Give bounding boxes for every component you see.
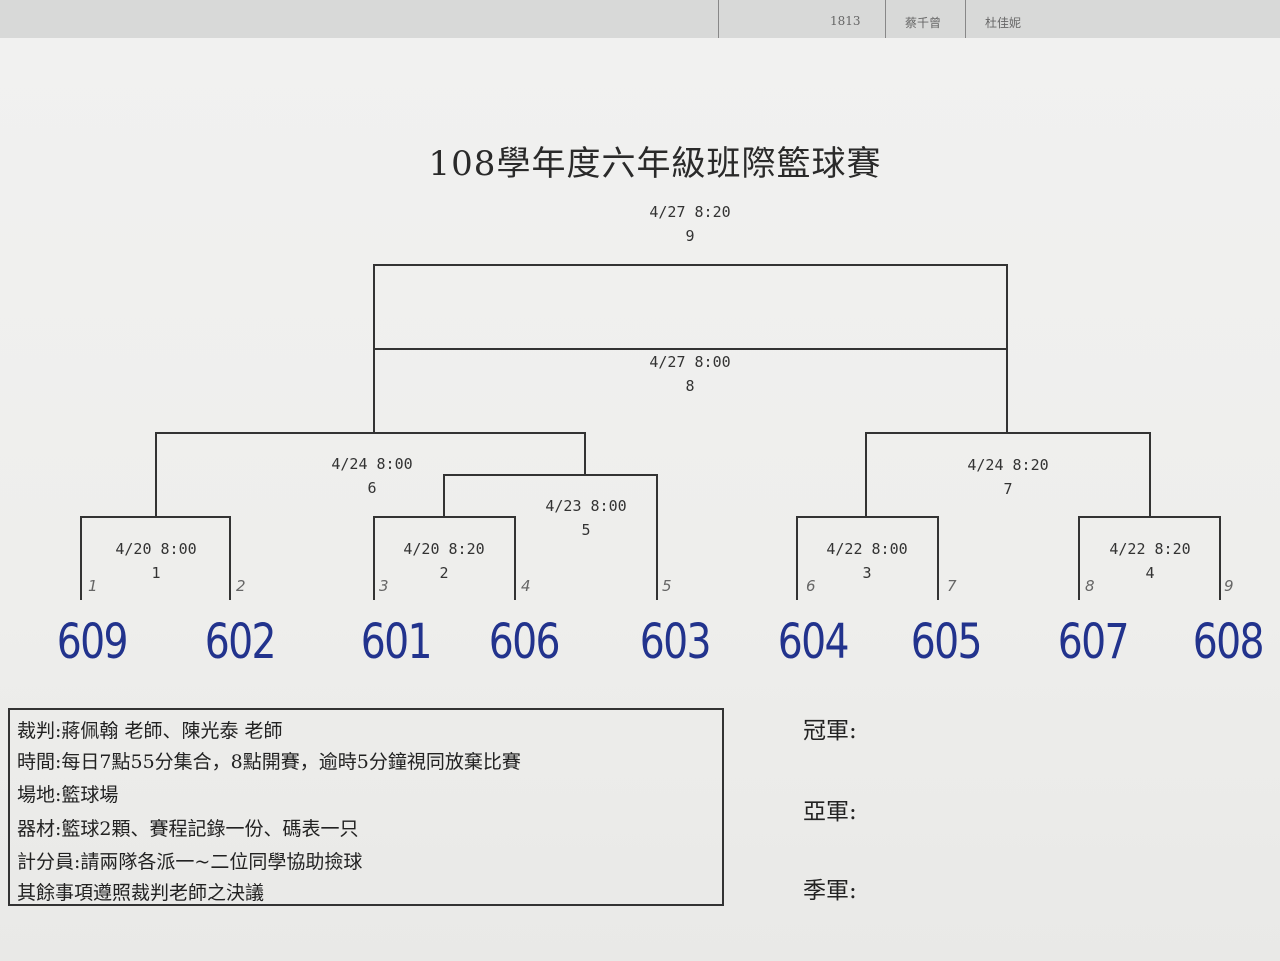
bracket-line-7 — [865, 432, 1151, 517]
match-time: 4/22 8:20 — [1109, 540, 1191, 558]
rule-other: 其餘事項遵照裁判老師之決議 — [17, 882, 265, 904]
bracket-line-4 — [1078, 516, 1221, 600]
bracket-line-5 — [443, 474, 658, 600]
match-number: 3 — [862, 564, 872, 582]
match-number: 7 — [1003, 480, 1013, 498]
match-time: 4/27 8:00 — [649, 353, 731, 371]
match-time: 4/24 8:00 — [331, 455, 413, 473]
team-name: 601 — [360, 614, 433, 670]
match-8: 4/27 8:00 8 — [640, 350, 740, 398]
match-2: 4/20 8:20 2 — [394, 537, 494, 585]
match-3: 4/22 8:00 3 — [817, 537, 917, 585]
match-9: 4/27 8:20 9 — [640, 200, 740, 248]
rule-scorekeeper: 計分員:請兩隊各派一~二位同學協助撿球 — [17, 851, 363, 873]
seed-number: 6 — [806, 577, 816, 595]
match-time: 4/27 8:20 — [649, 203, 731, 221]
seed-number: 9 — [1224, 577, 1234, 595]
background-sheet: 1813 蔡千曾 杜佳妮 — [0, 0, 1280, 40]
team-name: 608 — [1192, 614, 1265, 670]
runner-up-label: 亞軍: — [803, 799, 857, 825]
match-number: 9 — [685, 227, 695, 245]
match-number: 2 — [439, 564, 449, 582]
match-4: 4/22 8:20 4 — [1100, 537, 1200, 585]
paper-sheet — [0, 38, 1280, 961]
bracket-line-6 — [155, 432, 586, 517]
champion-label: 冠軍: — [803, 718, 857, 744]
team-name: 607 — [1057, 614, 1130, 670]
team-name: 605 — [910, 614, 983, 670]
rule-referee: 裁判:蔣佩翰 老師、陳光泰 老師 — [17, 720, 283, 742]
match-number: 4 — [1145, 564, 1155, 582]
match-number: 8 — [685, 377, 695, 395]
team-name: 602 — [204, 614, 277, 670]
bracket-line-8 — [373, 348, 1008, 433]
match-time: 4/22 8:00 — [826, 540, 908, 558]
page-title: 108學年度六年級班際籃球賽 — [428, 144, 882, 184]
match-number: 1 — [151, 564, 161, 582]
seed-number: 7 — [947, 577, 957, 595]
rule-equipment: 器材:籃球2顆、賽程記錄一份、碼表一只 — [17, 818, 359, 840]
background-cell-1: 1813 — [830, 14, 861, 28]
match-time: 4/20 8:20 — [403, 540, 485, 558]
seed-number: 8 — [1085, 577, 1095, 595]
seed-number: 3 — [379, 577, 389, 595]
bracket-line-1 — [80, 516, 231, 600]
seed-number: 5 — [662, 577, 672, 595]
team-name: 604 — [777, 614, 850, 670]
rule-time: 時間:每日7點55分集合，8點開賽，逾時5分鐘視同放棄比賽 — [17, 751, 521, 773]
team-name: 609 — [56, 614, 129, 670]
bracket-line-3 — [796, 516, 939, 600]
seed-number: 2 — [236, 577, 246, 595]
match-number: 5 — [581, 521, 591, 539]
team-name: 606 — [488, 614, 561, 670]
match-5: 4/23 8:00 5 — [536, 494, 636, 542]
seed-number: 1 — [88, 577, 98, 595]
match-time: 4/20 8:00 — [115, 540, 197, 558]
background-cell-2: 蔡千曾 — [905, 16, 942, 30]
match-number: 6 — [367, 479, 377, 497]
third-place-label: 季軍: — [803, 878, 857, 904]
match-6: 4/24 8:00 6 — [322, 452, 422, 500]
match-time: 4/24 8:20 — [967, 456, 1049, 474]
rule-venue: 場地:籃球場 — [17, 784, 119, 806]
background-cell-3: 杜佳妮 — [985, 16, 1022, 30]
match-time: 4/23 8:00 — [545, 497, 627, 515]
match-1: 4/20 8:00 1 — [106, 537, 206, 585]
bracket-line-2 — [373, 516, 516, 600]
match-7: 4/24 8:20 7 — [958, 453, 1058, 501]
team-name: 603 — [639, 614, 712, 670]
seed-number: 4 — [521, 577, 531, 595]
rules-box: 裁判:蔣佩翰 老師、陳光泰 老師 時間:每日7點55分集合，8點開賽，逾時5分鐘… — [8, 708, 724, 906]
